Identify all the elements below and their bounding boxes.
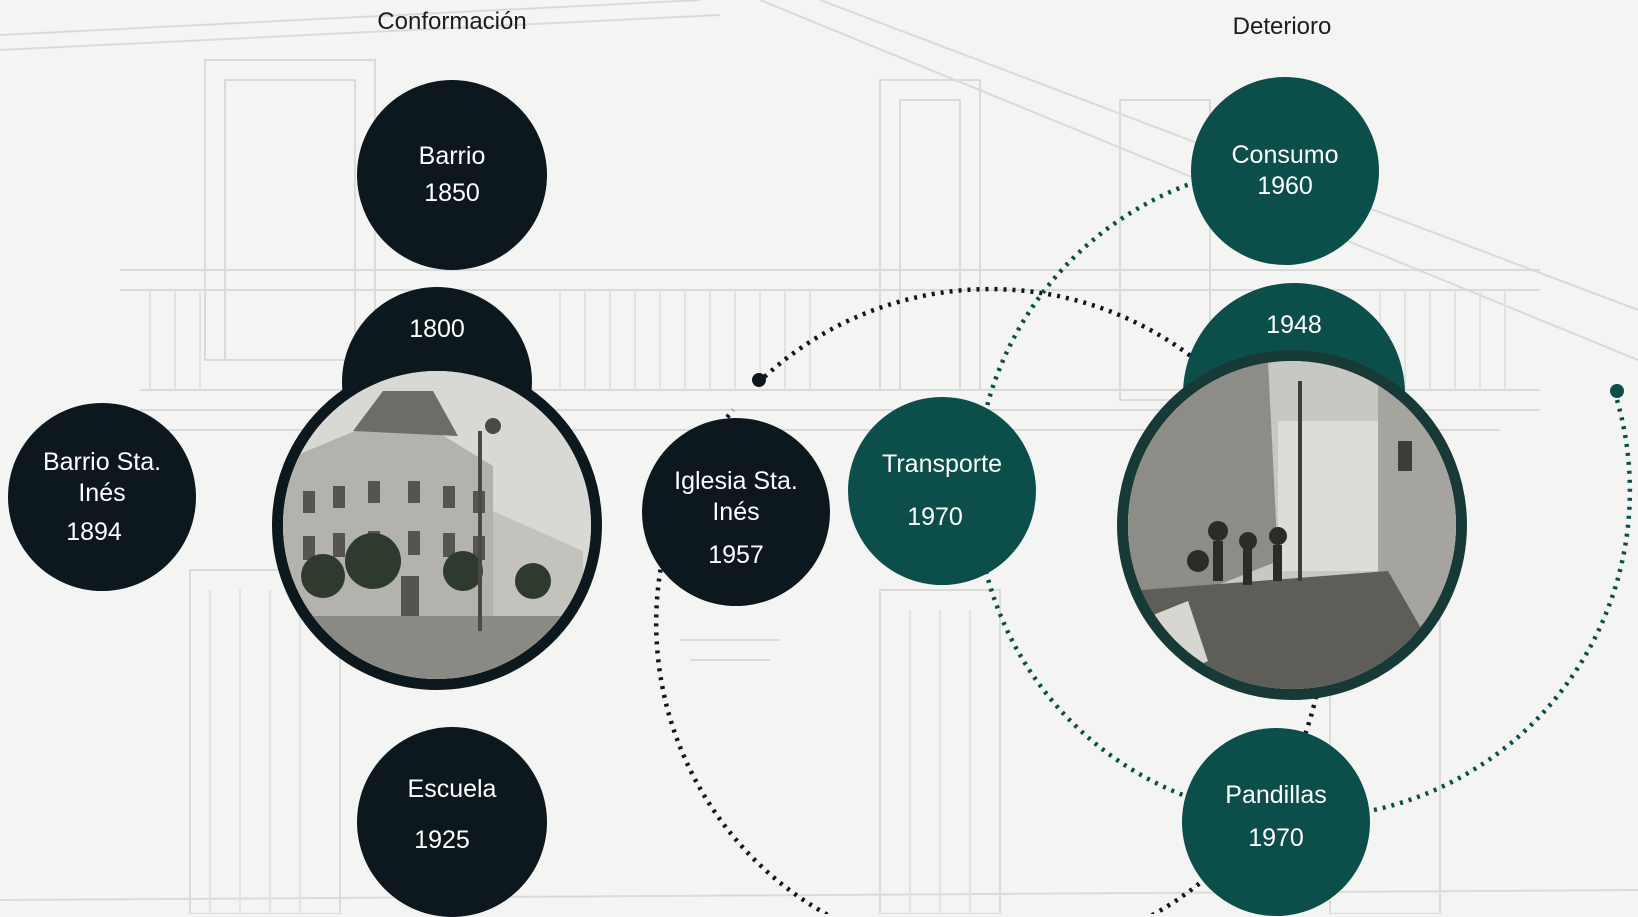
left-orbit-endpoint xyxy=(752,373,766,387)
node-escuela-label: Escuela xyxy=(407,775,497,803)
node-barrio-year: 1850 xyxy=(424,179,480,207)
node-transporte: Transporte 1970 xyxy=(848,397,1036,585)
historic-building-photo xyxy=(283,371,591,679)
node-iglesia-sta-ines-year: 1957 xyxy=(708,540,764,569)
center-photo-right xyxy=(1117,350,1467,700)
node-transporte-label: Transporte xyxy=(882,450,1002,478)
right-orbit-ring xyxy=(973,166,1633,821)
node-barrio-label: Barrio xyxy=(418,142,486,170)
node-transporte-year: 1970 xyxy=(907,503,963,531)
node-consumo: Consumo 1960 xyxy=(1191,77,1379,265)
node-barrio-sta-ines-year: 1894 xyxy=(66,517,122,546)
section-title-deterioro: Deterioro xyxy=(1232,13,1332,40)
center-year-left: 1800 xyxy=(409,315,465,343)
left-orbit-ring xyxy=(653,286,1327,914)
node-barrio-sta-ines-label: Barrio Sta. Inés xyxy=(42,447,162,507)
node-pandillas-year: 1970 xyxy=(1248,824,1304,852)
node-iglesia-sta-ines-label: Iglesia Sta. Inés xyxy=(674,466,798,526)
node-pandillas: Pandillas 1970 xyxy=(1182,728,1370,916)
node-barrio-sta-ines: Barrio Sta. Inés 1894 xyxy=(8,403,196,591)
node-barrio: Barrio 1850 xyxy=(357,80,547,270)
section-title-conformacion: Conformación xyxy=(377,8,527,35)
right-orbit-endpoint xyxy=(1610,384,1624,398)
center-photo-left xyxy=(272,360,602,690)
node-iglesia-sta-ines: Iglesia Sta. Inés 1957 xyxy=(642,418,830,606)
node-consumo-year: 1960 xyxy=(1257,172,1313,200)
street-market-photo xyxy=(1128,361,1456,689)
center-year-right: 1948 xyxy=(1266,311,1322,339)
node-escuela-year: 1925 xyxy=(414,826,470,854)
node-pandillas-label: Pandillas xyxy=(1225,781,1327,809)
node-escuela: Escuela 1925 xyxy=(357,727,547,917)
node-consumo-label: Consumo xyxy=(1231,141,1339,169)
